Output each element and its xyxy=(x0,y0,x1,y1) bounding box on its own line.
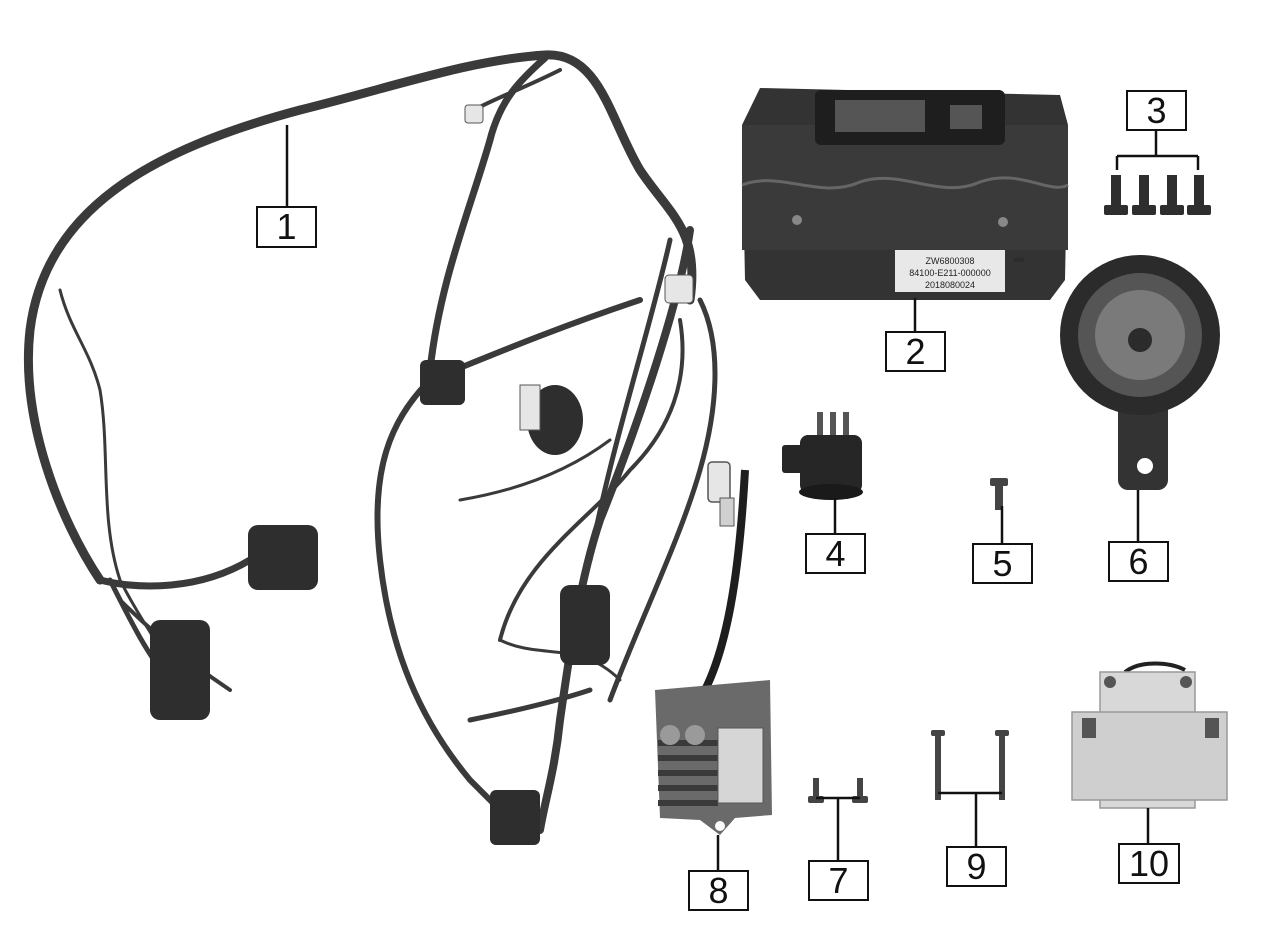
bolt-icon xyxy=(1132,175,1156,215)
bolt-icon xyxy=(1187,175,1211,215)
connector-block xyxy=(248,525,318,590)
horn-bracket xyxy=(1118,395,1168,490)
connector-plug xyxy=(464,104,484,124)
regulator-terminal xyxy=(717,727,764,804)
mount-hole xyxy=(715,821,725,831)
screw-icon xyxy=(1104,676,1116,688)
flasher-relay xyxy=(782,412,863,500)
callout-8: 8 xyxy=(688,870,749,911)
callout-4: 4 xyxy=(805,533,866,574)
connector-block xyxy=(560,585,610,665)
callout-6: 6 xyxy=(1108,541,1169,582)
sticker-line-1: ZW6800308 xyxy=(925,256,975,266)
connector-block xyxy=(527,385,583,455)
regulator-plug xyxy=(707,461,731,503)
connector-block xyxy=(490,790,540,845)
screw-part xyxy=(990,478,1008,510)
controller-sticker xyxy=(895,250,1005,292)
callout-1: 1 xyxy=(256,206,317,248)
callout-5: 5 xyxy=(972,543,1033,584)
callout-3: 3 xyxy=(1126,90,1187,131)
connector-block xyxy=(420,360,465,405)
screw-icon xyxy=(792,215,802,225)
callout-9: 9 xyxy=(946,846,1007,887)
callout-2: 2 xyxy=(885,331,946,372)
screw-icon xyxy=(1180,676,1192,688)
mount-hole xyxy=(1137,458,1153,474)
wiring-harness xyxy=(23,50,718,834)
leader-lines xyxy=(285,125,1200,872)
bolt-icon xyxy=(1160,175,1184,215)
screw-icon xyxy=(998,217,1008,227)
controller-sticker-text: ZW6800308 84100-E211-000000 2018080024 xyxy=(895,255,1005,291)
pin-header xyxy=(950,105,982,129)
regulator-cable xyxy=(701,469,749,692)
regulator-rectifier xyxy=(655,461,772,835)
sticker-line-3: 2018080024 xyxy=(924,280,976,290)
connector-plug xyxy=(664,274,694,304)
harness-connectors xyxy=(150,104,694,845)
circuit-breaker xyxy=(1071,661,1228,809)
pin-header xyxy=(835,100,925,132)
sticker-line-2: 84100-E211-000000 xyxy=(909,268,991,278)
callout-10: 10 xyxy=(1118,843,1180,884)
horn xyxy=(1060,255,1220,490)
controller-unit xyxy=(741,88,1069,300)
bolts-set xyxy=(1104,175,1211,215)
connector-plug xyxy=(519,384,541,431)
connector-block xyxy=(150,620,210,720)
sticker-tag: WW xyxy=(1013,258,1025,264)
horn-center-icon xyxy=(1128,328,1152,352)
long-screws xyxy=(931,730,1009,800)
callout-7: 7 xyxy=(808,860,869,901)
bolt-icon xyxy=(1104,175,1128,215)
